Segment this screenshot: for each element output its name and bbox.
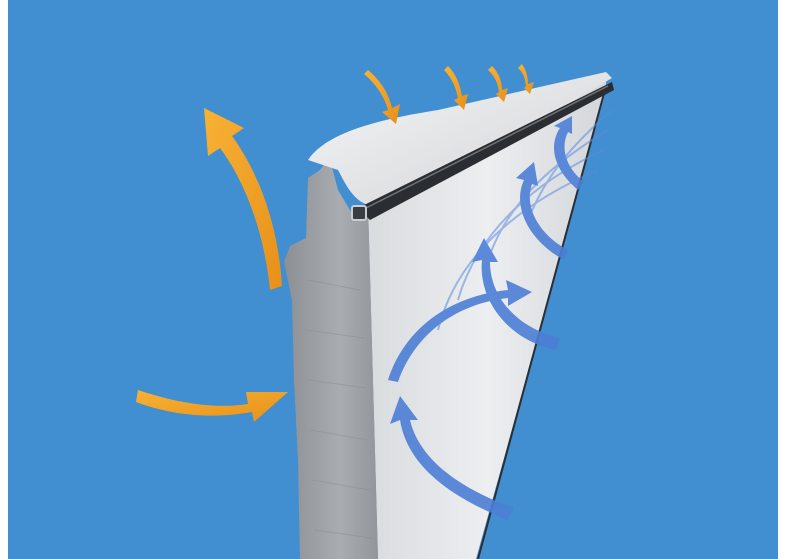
orange-arrow-icon [136,390,288,422]
seal-clip [352,206,366,220]
orange-arrow-icon [444,66,468,110]
panel-illustration [8,0,778,559]
orange-arrow-icon [364,70,400,124]
orange-arrow-icon [204,108,282,290]
